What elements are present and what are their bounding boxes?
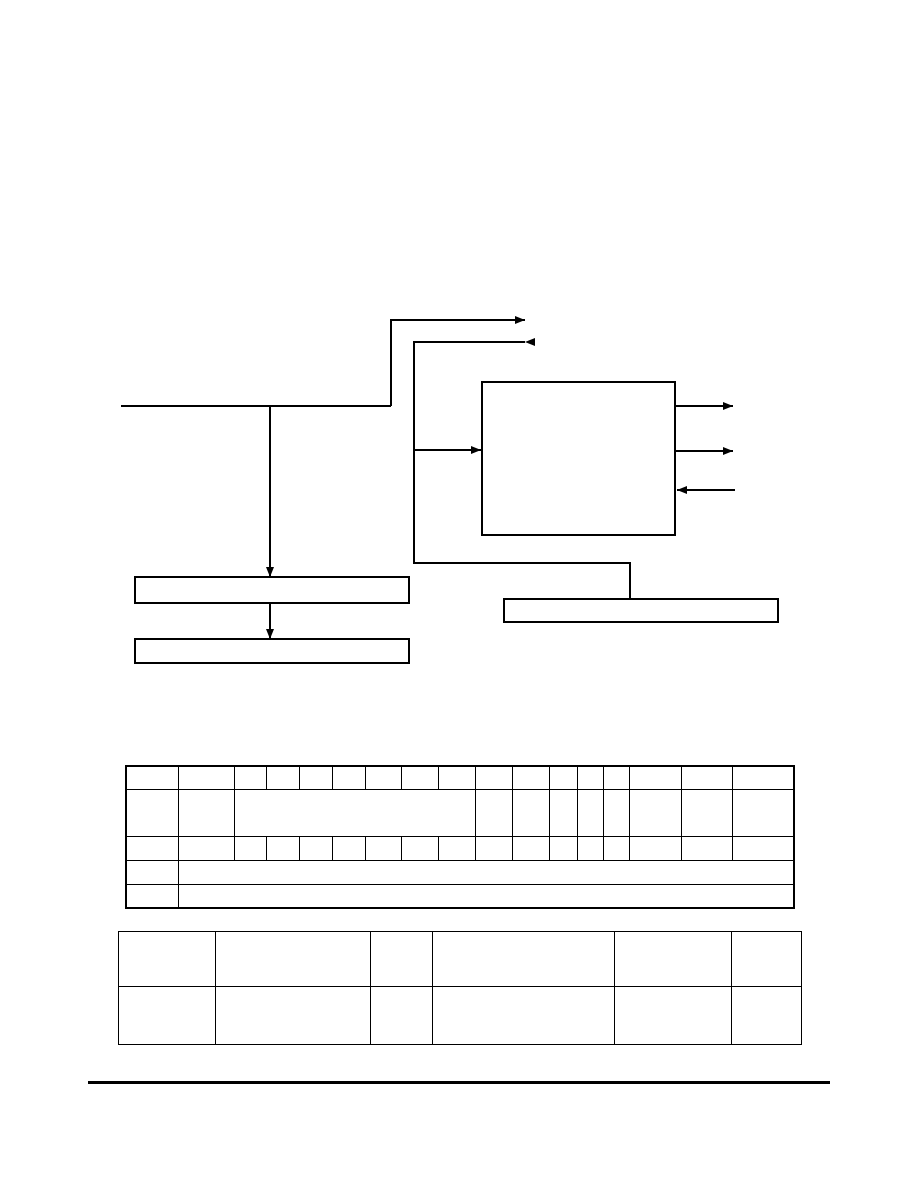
summary-table — [118, 930, 802, 1045]
register-header-cell — [511, 765, 550, 791]
register-header-cell — [680, 765, 733, 791]
register-reset-cell — [125, 835, 179, 862]
summary-data-cell — [215, 986, 371, 1045]
register-reset-cell — [548, 835, 578, 862]
register-wide-row — [125, 883, 795, 909]
register-header-cell — [177, 765, 235, 791]
register-reset-cell — [680, 835, 733, 862]
register-header-cell — [298, 765, 333, 791]
register-reset-cell — [602, 835, 630, 862]
register-reset-row — [125, 835, 795, 862]
summary-header-row — [118, 930, 802, 988]
register-reset-cell — [576, 835, 604, 862]
lower-left-bar — [134, 638, 410, 664]
top-output-line-1 — [390, 316, 525, 406]
register-wide-value — [177, 860, 795, 885]
register-field-cell — [125, 789, 179, 837]
register-reset-cell — [511, 835, 550, 862]
register-header-cell — [576, 765, 604, 791]
summary-header-cell — [614, 930, 732, 988]
summary-data-cell — [118, 986, 216, 1045]
register-reset-cell — [474, 835, 513, 862]
register-header-cell — [265, 765, 300, 791]
register-reset-cell — [437, 835, 476, 862]
summary-header-cell — [370, 930, 433, 988]
center-block — [481, 381, 676, 536]
register-field-cell — [602, 789, 630, 837]
summary-header-cell — [731, 930, 802, 988]
register-wide-value — [177, 883, 795, 909]
register-header-row — [125, 765, 795, 791]
register-header-cell — [731, 765, 795, 791]
top-output-line-2 — [413, 338, 631, 599]
register-reset-cell — [298, 835, 333, 862]
register-reset-cell — [177, 835, 235, 862]
register-field-row — [125, 789, 795, 837]
register-field-cell — [576, 789, 604, 837]
register-reset-cell — [233, 835, 267, 862]
summary-header-cell — [432, 930, 615, 988]
register-header-cell — [602, 765, 630, 791]
summary-header-cell — [215, 930, 371, 988]
register-reset-cell — [331, 835, 366, 862]
register-field-cell — [628, 789, 682, 837]
summary-data-cell — [432, 986, 615, 1045]
register-table — [125, 765, 795, 909]
register-field-cell — [511, 789, 550, 837]
register-header-cell — [400, 765, 439, 791]
upper-left-bar — [134, 576, 410, 604]
summary-data-cell — [731, 986, 802, 1045]
right-bar — [503, 598, 779, 623]
register-wide-label — [125, 883, 179, 909]
register-header-cell — [233, 765, 267, 791]
register-header-cell — [331, 765, 366, 791]
register-header-cell — [364, 765, 402, 791]
register-reset-cell — [400, 835, 439, 862]
register-header-cell — [437, 765, 476, 791]
register-field-cell — [474, 789, 513, 837]
register-header-cell — [474, 765, 513, 791]
register-header-cell — [628, 765, 682, 791]
summary-header-cell — [118, 930, 216, 988]
summary-data-cell — [614, 986, 732, 1045]
summary-data-cell — [370, 986, 433, 1045]
register-header-cell — [125, 765, 179, 791]
footer-rule — [88, 1081, 830, 1084]
register-field-cell — [548, 789, 578, 837]
register-wide-label — [125, 860, 179, 885]
register-reset-cell — [628, 835, 682, 862]
block-diagram — [121, 316, 779, 664]
register-reset-cell — [731, 835, 795, 862]
register-field-cell — [177, 789, 235, 837]
register-header-cell — [548, 765, 578, 791]
register-reset-cell — [364, 835, 402, 862]
register-field-cell — [680, 789, 733, 837]
summary-data-row — [118, 986, 802, 1045]
register-reset-cell — [265, 835, 300, 862]
register-wide-row — [125, 860, 795, 885]
register-field-cell-wide — [233, 789, 476, 837]
register-field-cell — [731, 789, 795, 837]
